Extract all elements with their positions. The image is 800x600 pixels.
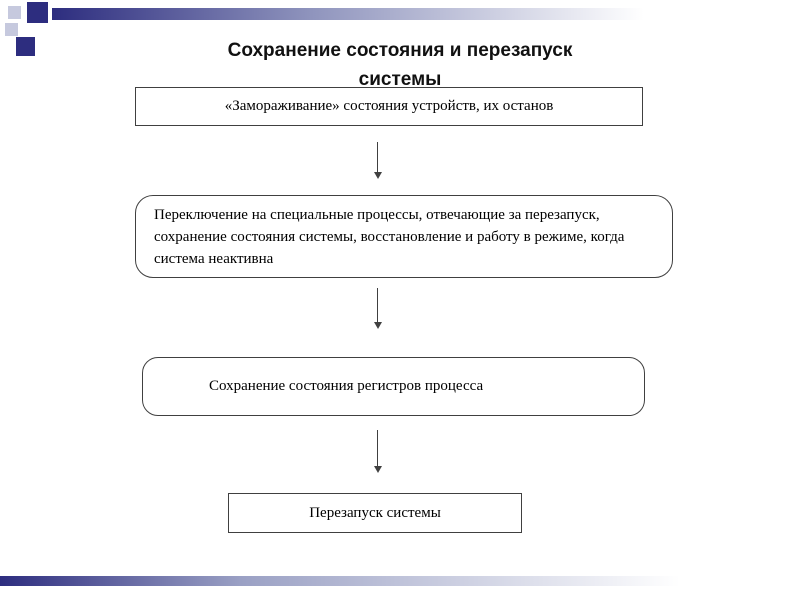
flow-step-text: Сохранение состояния регистров процесса <box>209 378 484 394</box>
title-line-2: системы <box>358 69 442 90</box>
flow-step-text: Переключение на специальные процессы, от… <box>154 206 625 267</box>
flow-step-switch-processes: Переключение на специальные процессы, от… <box>135 195 673 278</box>
top-gradient-bar <box>52 8 792 20</box>
flow-step-text: «Замораживание» состояния устройств, их … <box>224 98 554 114</box>
bottom-gradient-bar <box>0 576 800 586</box>
deco-square-dark <box>27 2 48 23</box>
title-line-1: Сохранение состояния и перезапуск <box>227 40 573 61</box>
slide-title: Сохранение состояния и перезапуск систем… <box>0 36 800 94</box>
arrow-down-icon <box>373 288 382 329</box>
flow-step-freeze-devices: «Замораживание» состояния устройств, их … <box>135 87 643 126</box>
flow-step-save-registers: Сохранение состояния регистров процесса <box>142 357 645 416</box>
arrow-down-icon <box>373 142 382 179</box>
deco-square-light <box>5 23 18 36</box>
deco-square-light <box>8 6 21 19</box>
deco-square-dark <box>16 37 35 56</box>
arrow-down-icon <box>373 430 382 473</box>
flow-step-text: Перезапуск системы <box>309 504 441 521</box>
flow-step-restart-system: Перезапуск системы <box>228 493 522 533</box>
